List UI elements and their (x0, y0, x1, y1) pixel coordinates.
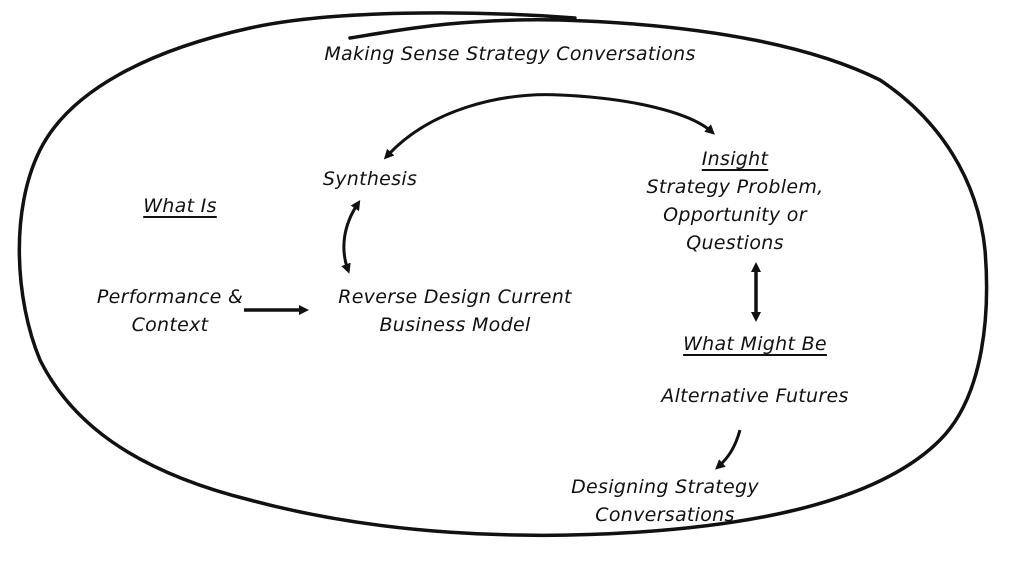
reverse-design-line-1: Reverse Design Current (338, 286, 572, 308)
performance-context-line-1: Performance & (96, 286, 244, 308)
node-performance-context: Performance & Context (80, 283, 260, 339)
insight-heading: Insight (701, 148, 769, 170)
node-reverse-design: Reverse Design Current Business Model (310, 283, 600, 339)
reverse-design-line-2: Business Model (379, 314, 531, 336)
node-insight: Insight Strategy Problem, Opportunity or… (630, 145, 840, 257)
arrow-synthesis-reverse-design (341, 199, 361, 274)
designing-strategy-line-2: Conversations (595, 504, 735, 526)
node-what-might-be: What Might Be (683, 333, 827, 355)
arrow-alternative-futures-designing (715, 429, 742, 470)
arrow-synthesis-insight (383, 93, 715, 160)
node-synthesis: Synthesis (322, 168, 418, 190)
node-alternative-futures: Alternative Futures (661, 385, 849, 407)
insight-line-2: Opportunity or (663, 204, 807, 226)
node-what-is: What Is (143, 195, 217, 217)
performance-context-line-2: Context (131, 314, 209, 336)
diagram-title: Making Sense Strategy Conversations (324, 43, 696, 65)
designing-strategy-line-1: Designing Strategy (571, 476, 759, 498)
node-designing-strategy: Designing Strategy Conversations (540, 473, 790, 529)
insight-line-1: Strategy Problem, (646, 176, 824, 198)
insight-line-3: Questions (686, 232, 784, 254)
enclosing-loop (17, 11, 989, 538)
